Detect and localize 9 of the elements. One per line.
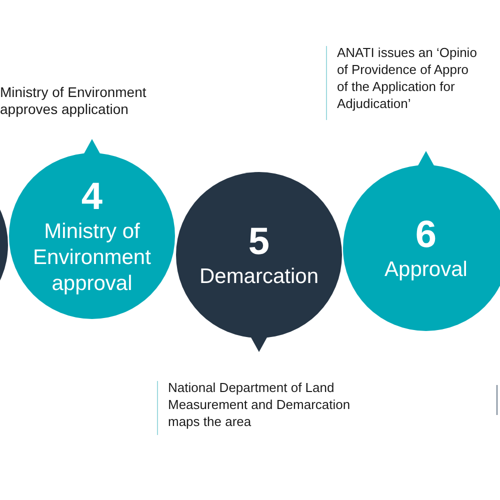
step-description: ANATI issues an ‘Opinio of Providence of Appro of the Application for Adjudication’ [337, 44, 478, 112]
step-number: 6 [415, 213, 437, 257]
step-description: National Department of Land Measurement and Demarcation maps the area [168, 379, 352, 430]
step-title: Ministry of Environment approval [32, 219, 152, 297]
step-title: Demarcation [198, 264, 320, 290]
step-number: 5 [248, 220, 270, 264]
step-description: Ministry of Environment approves application [0, 84, 148, 118]
step-title: Approval [384, 257, 468, 283]
step-number: 4 [81, 175, 103, 219]
